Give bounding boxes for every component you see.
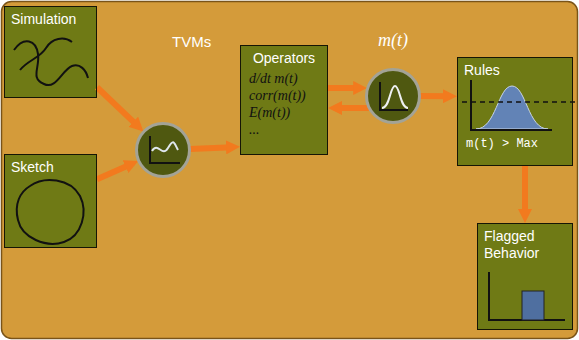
- circle-fill: [366, 69, 420, 123]
- input-box: Sketch: [4, 154, 97, 248]
- node-text: ...: [249, 121, 321, 138]
- operators-box: Operators d/dt m(t)corr(m(t))E(m(t))...: [240, 45, 328, 155]
- flow-arrow: [420, 93, 449, 99]
- input-box: Simulation: [4, 6, 97, 98]
- node-text: m(t) > Max: [466, 137, 566, 152]
- flow-arrow: [97, 87, 138, 126]
- node-text: corr(m(t)): [249, 87, 321, 104]
- flow-arrow: [190, 147, 232, 149]
- sketch-blob: [17, 180, 84, 244]
- wave: [152, 142, 178, 151]
- box-fills: [4, 6, 573, 330]
- rules-box: Rules m(t) > Max: [457, 57, 573, 166]
- node-label: Flagged Behavior: [484, 228, 556, 262]
- bell-curve: [382, 86, 408, 108]
- box-fill: [240, 45, 328, 155]
- box-fill: [457, 57, 573, 166]
- squiggle: [20, 39, 72, 70]
- circle-outline: [135, 122, 191, 178]
- flow-arrow: [97, 164, 131, 179]
- flow-arrow: [336, 105, 369, 111]
- axes: [489, 272, 565, 320]
- box-fill: [4, 6, 97, 98]
- tvm-circle: TVMs: [135, 122, 191, 178]
- node-label: Sketch: [11, 159, 90, 176]
- flow-arrow: [328, 85, 359, 91]
- axes: [471, 80, 552, 130]
- box-fill: [4, 154, 97, 248]
- flag-bar: [522, 291, 544, 320]
- axes: [150, 136, 180, 163]
- axes: [380, 82, 408, 110]
- squiggle: [14, 41, 88, 85]
- circle-fill: [136, 123, 190, 177]
- node-text: E(m(t)): [249, 104, 321, 121]
- box-fill: [477, 223, 573, 330]
- node-label: Simulation: [11, 11, 90, 28]
- bell-curve: [476, 86, 548, 129]
- node-label: m(t): [365, 30, 421, 50]
- node-label: Operators: [247, 50, 321, 67]
- flow-arrow: [522, 166, 528, 215]
- node-label: TVMs: [172, 33, 228, 51]
- signal-circle: m(t): [365, 68, 421, 124]
- flagged-box: Flagged Behavior: [477, 223, 573, 330]
- circle-outline: [365, 68, 421, 124]
- node-label: Rules: [464, 62, 566, 79]
- node-text: d/dt m(t): [249, 70, 321, 87]
- threshold-line: [462, 101, 576, 103]
